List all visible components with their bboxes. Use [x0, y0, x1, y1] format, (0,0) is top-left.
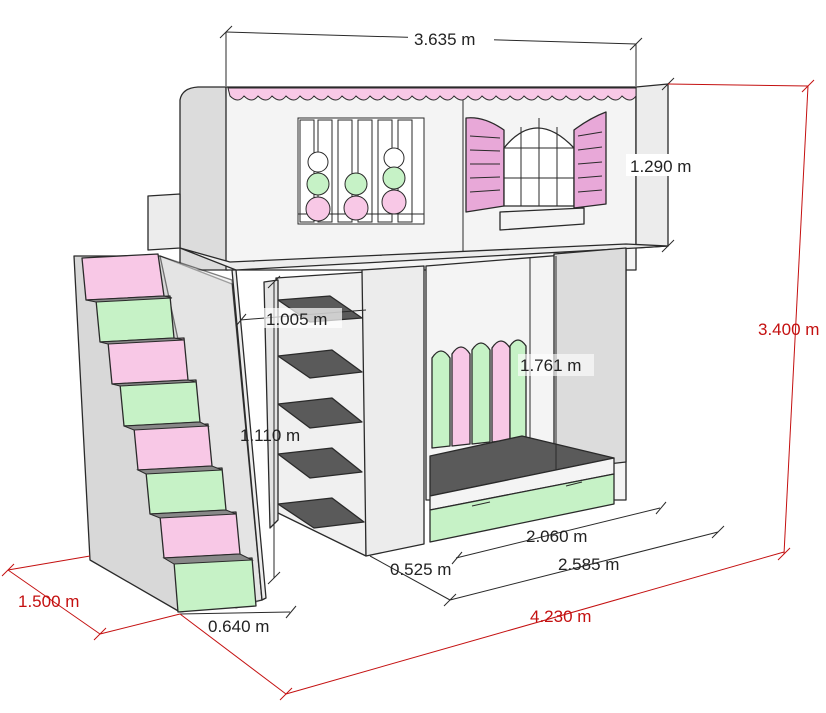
- dim-total-depth: 1.500 m: [18, 592, 79, 611]
- step-3: [107, 337, 189, 385]
- flower-box: [499, 207, 585, 231]
- dim-total-height: 3.400 m: [758, 320, 819, 339]
- dimension-lines: [179, 25, 725, 619]
- bead-white: [383, 147, 405, 169]
- guard-rail: [147, 193, 181, 251]
- staircase: [73, 253, 263, 613]
- bead-white: [307, 151, 329, 173]
- step-4: [119, 379, 201, 427]
- step-5: [133, 423, 213, 471]
- upper-cabin: [179, 83, 669, 271]
- step-7: [159, 511, 241, 559]
- step-2: [95, 295, 175, 343]
- arched-window: [465, 111, 607, 231]
- dim-top-width: 3.635 m: [414, 30, 475, 49]
- step-1: [81, 253, 165, 301]
- dim-bed-height: 1.761 m: [520, 356, 581, 375]
- left-shutter: [465, 117, 505, 213]
- shelf-4: [277, 447, 363, 479]
- shelf-2: [277, 349, 363, 379]
- trundle-drawer: [429, 473, 615, 543]
- bead-pink: [381, 189, 407, 215]
- dim-upper-height: 1.290 m: [630, 157, 691, 176]
- right-shutter: [573, 111, 607, 209]
- cabin-left-panel: [179, 86, 229, 271]
- dim-shelf-height: 1.110 m: [240, 426, 300, 445]
- bead-green: [382, 166, 406, 190]
- front-post: [231, 269, 267, 601]
- dim-stair-depth: 0.640 m: [208, 617, 269, 636]
- dim-bed-outer-length: 2.585 m: [558, 555, 619, 574]
- step-6: [145, 467, 227, 515]
- shelf-side-panel: [361, 265, 425, 557]
- bead-pink: [305, 196, 331, 222]
- dim-gap-depth: 0.525 m: [390, 560, 451, 579]
- step-8: [173, 557, 257, 613]
- bead-green: [306, 172, 330, 196]
- shelving-unit: [263, 265, 425, 557]
- dimension-labels: 3.635 m 1.290 m 3.400 m 1.005 m 1.110 m …: [18, 28, 819, 636]
- bead-green: [344, 172, 368, 196]
- shelf-5: [277, 497, 365, 529]
- bed-area: [425, 247, 627, 543]
- abacus-window: [297, 117, 425, 225]
- total-dimension-lines: [1, 79, 815, 701]
- shelf-3: [277, 397, 363, 429]
- dim-total-length: 4.230 m: [530, 607, 591, 626]
- bead-pink: [343, 195, 369, 221]
- dim-bed-length: 2.060 m: [526, 527, 587, 546]
- dim-shelf-width: 1.005 m: [266, 310, 327, 329]
- scalloped-valance: [227, 87, 637, 101]
- picket-headboard: [431, 339, 527, 449]
